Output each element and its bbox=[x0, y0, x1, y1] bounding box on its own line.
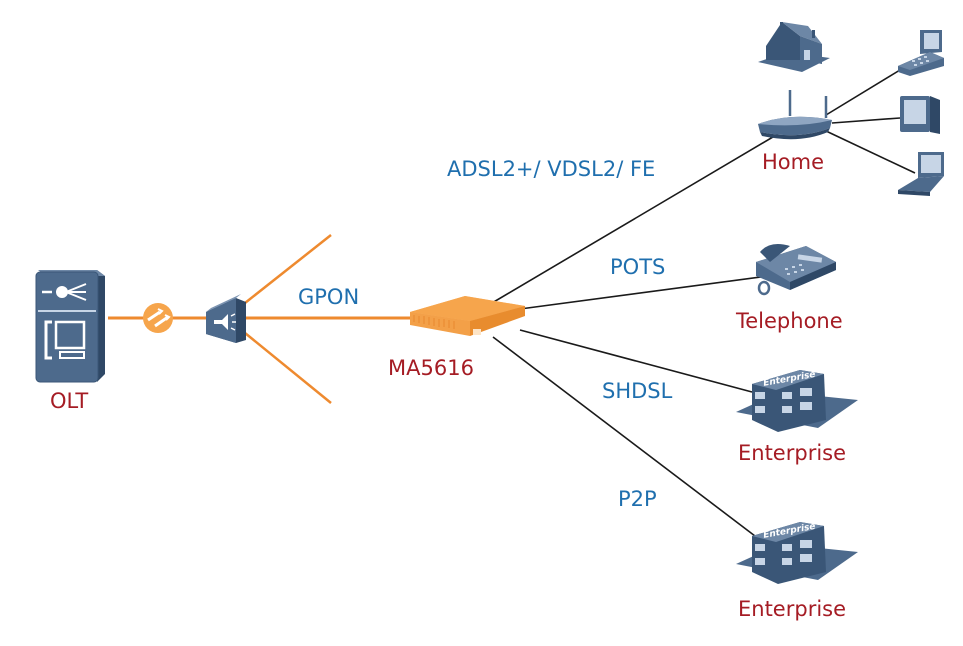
olt-label: OLT bbox=[50, 389, 89, 413]
ma5616-label: MA5616 bbox=[388, 356, 474, 380]
link-line-tv bbox=[831, 117, 901, 124]
tv-icon[interactable] bbox=[900, 96, 940, 134]
router-icon[interactable] bbox=[758, 90, 832, 140]
house-icon bbox=[758, 22, 830, 72]
link-line-pots bbox=[519, 275, 769, 310]
home-label: Home bbox=[762, 150, 825, 174]
link-label-pots: POTS bbox=[610, 255, 666, 279]
splitter-icon[interactable] bbox=[206, 294, 246, 343]
fiber-branch-up bbox=[244, 234, 332, 304]
telephone-label: Telephone bbox=[736, 309, 843, 333]
laptop-icon[interactable] bbox=[898, 152, 944, 196]
link-label-p2p: P2P bbox=[618, 487, 657, 511]
link-label-gpon: GPON bbox=[298, 285, 360, 309]
enterprise-building-icon[interactable]: Enterprise bbox=[736, 370, 858, 432]
link-line-phone-fax bbox=[825, 69, 901, 116]
enterprise-label-2: Enterprise bbox=[738, 597, 847, 621]
phone-fax-icon[interactable] bbox=[898, 30, 944, 76]
telephone-icon[interactable] bbox=[756, 244, 836, 296]
link-label-shdsl: SHDSL bbox=[602, 379, 673, 403]
enterprise-building-icon-2[interactable]: Enterprise bbox=[736, 522, 858, 584]
link-label-adsl: ADSL2+/ VDSL2/ FE bbox=[447, 157, 656, 181]
fiber-branch-down bbox=[244, 332, 332, 404]
enterprise-label-1: Enterprise bbox=[738, 441, 847, 465]
link-line-laptop bbox=[825, 130, 916, 174]
optical-connector-icon[interactable] bbox=[143, 303, 173, 333]
onu-device-icon[interactable] bbox=[410, 296, 525, 336]
olt-icon[interactable] bbox=[35, 270, 105, 383]
link-line-p2p bbox=[492, 336, 756, 537]
link-line-shdsl bbox=[519, 329, 753, 393]
link-line-adsl bbox=[491, 133, 779, 304]
